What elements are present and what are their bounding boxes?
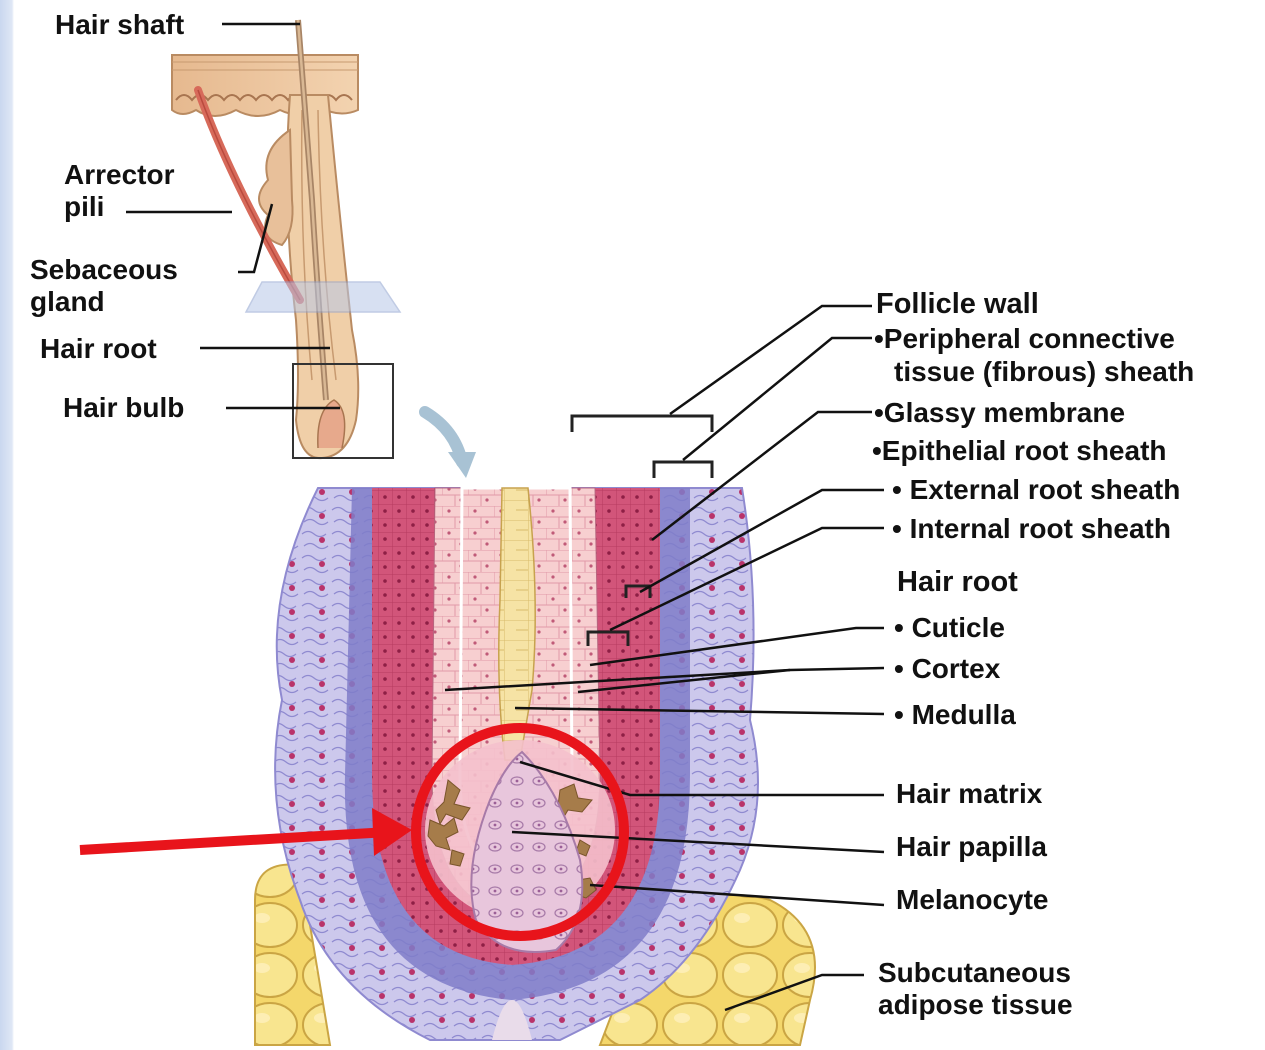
upper-follicle-illustration [172, 20, 400, 458]
label-arrector-line2: pili [64, 190, 104, 223]
curved-arrow-head [448, 452, 476, 478]
label-medulla: • Medulla [894, 698, 1016, 731]
label-subcutaneous-line2: adipose tissue [878, 988, 1073, 1021]
label-hair-root-small: Hair root [40, 332, 157, 365]
label-hair-bulb: Hair bulb [63, 391, 184, 424]
label-sebaceous-line1: Sebaceous [30, 253, 178, 286]
label-hair-papilla: Hair papilla [896, 830, 1047, 863]
label-subcutaneous-line1: Subcutaneous [878, 956, 1071, 989]
label-sebaceous-line2: gland [30, 285, 105, 318]
label-cortex: • Cortex [894, 652, 1000, 685]
label-hair-shaft: Hair shaft [55, 8, 184, 41]
label-peripheral-line2: tissue (fibrous) sheath [894, 355, 1194, 388]
label-melanocyte: Melanocyte [896, 883, 1049, 916]
label-arrector-line1: Arrector [64, 158, 174, 191]
label-cuticle: • Cuticle [894, 611, 1005, 644]
label-epithelial-root-sheath: •Epithelial root sheath [872, 434, 1167, 467]
label-peripheral-line1: •Peripheral connective [874, 322, 1175, 355]
label-glassy-membrane: •Glassy membrane [874, 396, 1125, 429]
label-follicle-wall: Follicle wall [876, 288, 1039, 321]
label-hair-root-heading: Hair root [897, 566, 1018, 599]
label-hair-matrix: Hair matrix [896, 777, 1042, 810]
label-external-root-sheath: • External root sheath [892, 473, 1180, 506]
label-internal-root-sheath: • Internal root sheath [892, 512, 1171, 545]
